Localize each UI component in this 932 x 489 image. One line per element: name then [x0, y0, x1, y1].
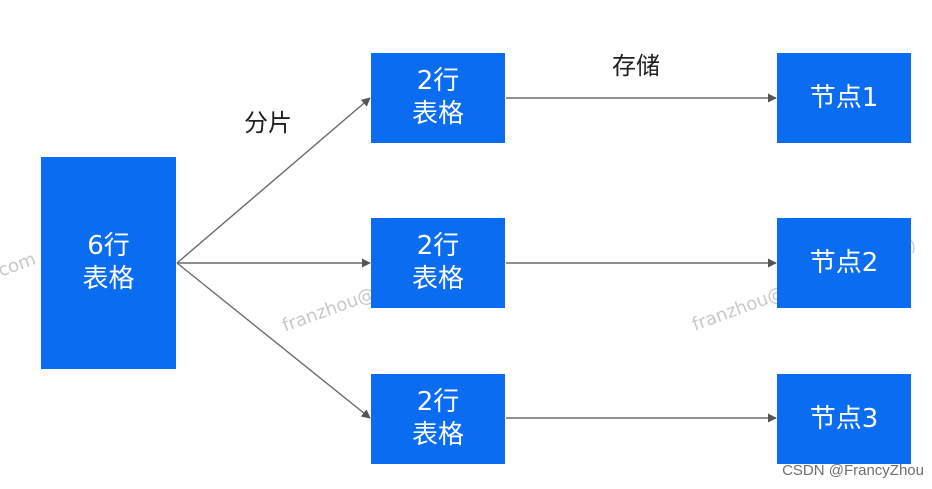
- storage-node-label-2: 节点2: [809, 247, 879, 278]
- shard-table-label-2: 2行 表格: [411, 231, 464, 294]
- store-label: 存储: [612, 52, 660, 80]
- source-table-label: 6行 表格: [82, 231, 135, 294]
- split-arrow-3: [176, 262, 371, 419]
- source-table-box: 6行 表格: [41, 157, 176, 369]
- storage-node-box-3: 节点3: [777, 374, 911, 464]
- storage-node-box-1: 节点1: [777, 53, 911, 143]
- shard-table-box-2: 2行 表格: [371, 218, 505, 308]
- split-arrow-1: [176, 97, 371, 264]
- storage-node-label-1: 节点1: [809, 82, 879, 113]
- shard-table-box-1: 2行 表格: [371, 53, 505, 143]
- footer-credit: CSDN @FrancyZhou: [782, 462, 924, 479]
- storage-node-box-2: 节点2: [777, 218, 911, 308]
- shard-table-label-1: 2行 表格: [411, 66, 464, 129]
- shard-table-box-3: 2行 表格: [371, 374, 505, 464]
- storage-node-label-3: 节点3: [809, 403, 879, 434]
- shard-table-label-3: 2行 表格: [411, 387, 464, 450]
- split-label: 分片: [244, 109, 292, 137]
